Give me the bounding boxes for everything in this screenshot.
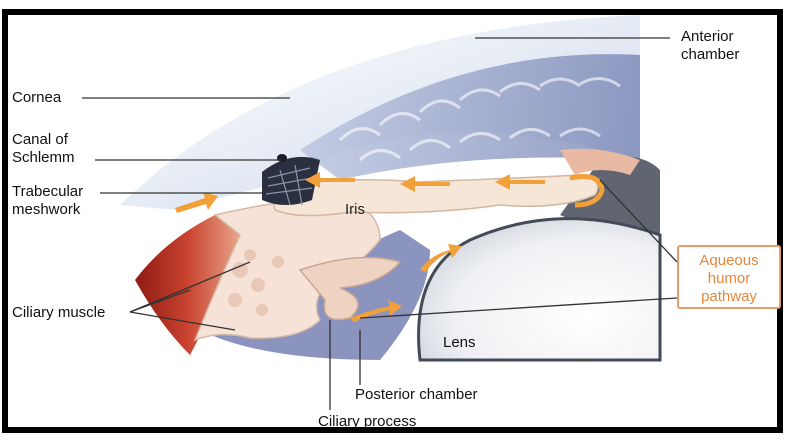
label-canal-line1: Canal of xyxy=(12,131,75,149)
label-trabecular-meshwork: Trabecular meshwork xyxy=(12,183,83,219)
label-anterior-chamber: Anterior chamber xyxy=(681,28,739,64)
label-lens: Lens xyxy=(443,334,476,351)
aqueous-humor-pathway-callout: Aqueous humor pathway xyxy=(677,245,781,309)
label-anterior-chamber-line2: chamber xyxy=(681,46,739,64)
callout-line2: humor xyxy=(679,270,779,288)
label-trabecular-line2: meshwork xyxy=(12,201,83,219)
label-ciliary-muscle: Ciliary muscle xyxy=(12,304,105,321)
label-anterior-chamber-line1: Anterior xyxy=(681,28,739,46)
callout-line1: Aqueous xyxy=(679,252,779,270)
callout-line3: pathway xyxy=(679,288,779,306)
label-cornea: Cornea xyxy=(12,89,61,106)
label-iris: Iris xyxy=(345,201,365,218)
label-canal-of-schlemm: Canal of Schlemm xyxy=(12,131,75,167)
label-posterior-chamber: Posterior chamber xyxy=(355,386,478,403)
label-ciliary-process: Ciliary process xyxy=(318,413,416,430)
label-trabecular-line1: Trabecular xyxy=(12,183,83,201)
label-canal-line2: Schlemm xyxy=(12,149,75,167)
